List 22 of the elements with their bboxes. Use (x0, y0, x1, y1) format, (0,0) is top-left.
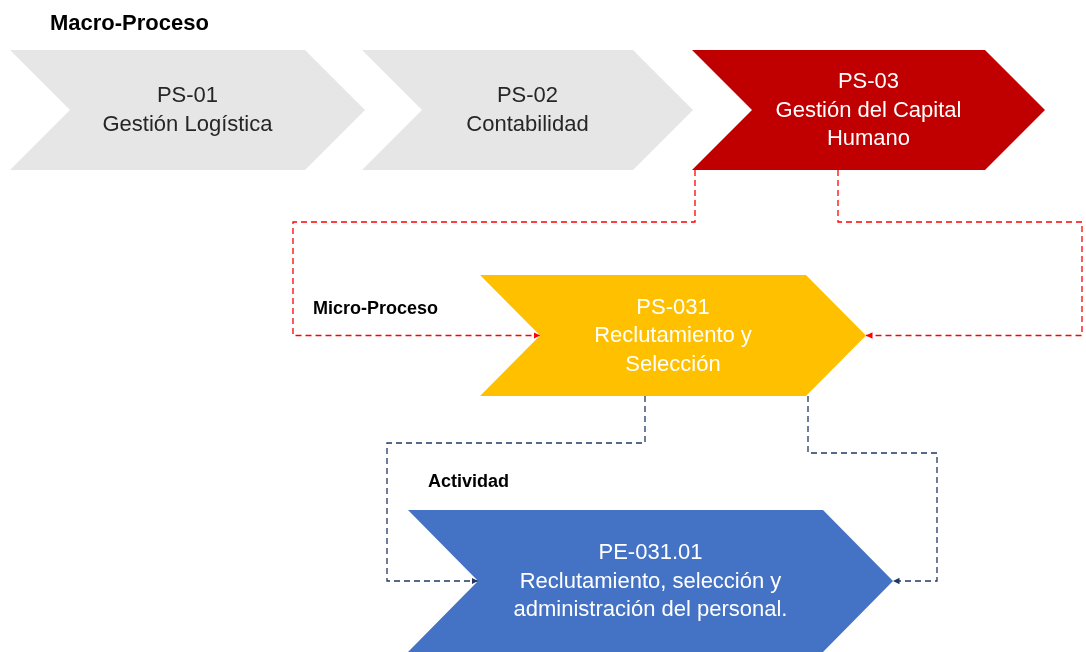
process-code: PS-03 (837, 67, 900, 96)
chevron-shape (362, 50, 693, 170)
process-title: Reclutamiento y Selección (593, 321, 753, 378)
level-heading: Actividad (428, 471, 510, 492)
dashed-connector-arrow (837, 169, 1083, 339)
process-title: Gestión del Capital Humano (774, 95, 963, 153)
process-code: PS-031 (636, 292, 710, 321)
dashed-connector-arrow (807, 395, 938, 585)
chevron-shape (480, 275, 866, 396)
level-heading: Micro-Proceso (313, 298, 439, 319)
process-code: PS-01 (156, 81, 219, 110)
process-title: Reclutamiento, selección y administración del personal. (512, 566, 789, 624)
process-title: Gestión Logística (102, 110, 273, 138)
chevron-shape (692, 50, 1045, 170)
chevron-shape (10, 50, 365, 170)
dashed-connector-arrow (292, 169, 696, 339)
chevron-shape (408, 510, 893, 652)
process-code: PE-031.01 (598, 538, 703, 567)
process-code: PS-02 (496, 81, 559, 110)
process-title: Contabilidad (466, 110, 589, 138)
level-heading: Macro-Proceso (50, 10, 209, 36)
dashed-connector-arrow (386, 395, 646, 585)
